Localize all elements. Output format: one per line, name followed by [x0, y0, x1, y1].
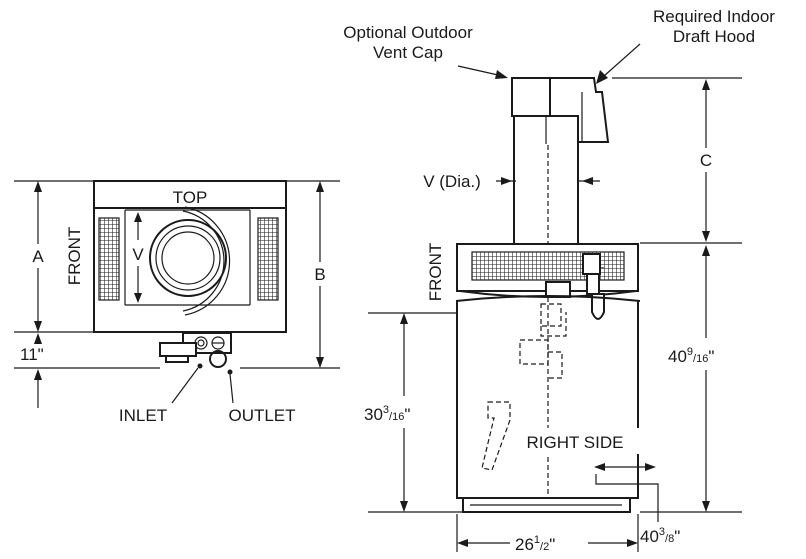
- dim-11-label: 11": [20, 345, 44, 364]
- top-view-title: TOP: [173, 188, 208, 207]
- side-front-label: FRONT: [426, 243, 445, 302]
- draft-hood: [511, 77, 610, 144]
- gas-valve-assembly: [159, 332, 232, 368]
- draft-hood-label-line1: Required Indoor: [653, 7, 775, 26]
- vent-pipe: [513, 116, 579, 244]
- top-view: TOP V FRONT: [14, 180, 340, 425]
- dim-40-9-16-label: 409/16": [668, 346, 714, 366]
- dim-30-3-16-label: 303/16": [364, 404, 410, 424]
- dim-v-dia-label: V (Dia.): [423, 172, 481, 191]
- draft-hood-label-line2: Draft Hood: [673, 27, 755, 46]
- vent-cap-label-line2: Vent Cap: [373, 43, 443, 62]
- inlet-label: INLET: [119, 406, 167, 425]
- vent-cap-label-line1: Optional Outdoor: [343, 23, 473, 42]
- dim-c-label: C: [700, 151, 712, 170]
- dim-40-3-8-label: 403/8": [640, 526, 680, 546]
- right-grille: [257, 217, 279, 301]
- right-side-label: RIGHT SIDE: [527, 433, 624, 452]
- dim-b-label: B: [314, 265, 325, 284]
- dim-a-label: A: [32, 247, 44, 266]
- jacket-grille: [471, 251, 625, 281]
- side-view: Optional Outdoor Vent Cap Required Indoo…: [343, 7, 775, 556]
- control-assembly: [545, 253, 605, 320]
- top-view-outline: [93, 180, 287, 333]
- outlet-label: OUTLET: [228, 406, 295, 425]
- dim-26-1-2-label: 261/2": [515, 534, 555, 554]
- left-grille: [98, 217, 120, 301]
- dim-v-top-label: V: [132, 245, 144, 264]
- dashed-piping: [481, 303, 567, 471]
- top-front-label: FRONT: [65, 227, 84, 286]
- vent-collar-icon: [149, 206, 231, 316]
